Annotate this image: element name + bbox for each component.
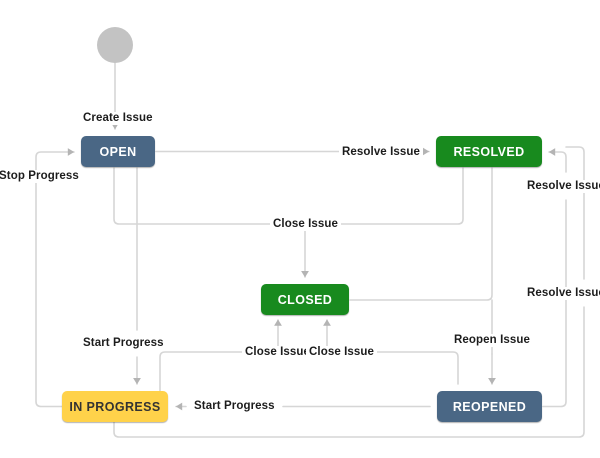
node-closed-label: CLOSED xyxy=(277,292,333,307)
edge-close-issue-open-right xyxy=(329,167,464,225)
node-resolved-label: RESOLVED xyxy=(453,144,525,159)
node-reopened-label: REOPENED xyxy=(452,399,527,414)
node-resolved[interactable]: RESOLVED xyxy=(436,136,542,167)
start-node xyxy=(97,27,133,63)
edge-label-reopen-issue: Reopen Issue xyxy=(451,334,533,347)
edge-close-issue-reopened xyxy=(371,351,459,385)
node-in-progress-label: IN PROGRESS xyxy=(69,399,161,414)
edge-label-close-issue-open: Close Issue xyxy=(270,218,342,231)
edge-close-issue-in-progress xyxy=(159,351,247,392)
edge-label-resolve-issue-open: Resolve Issue xyxy=(339,146,424,159)
edge-resolve-issue-in-progress xyxy=(113,306,585,438)
edge-stop-progress xyxy=(35,148,75,408)
edge-close-issue-open xyxy=(113,167,282,225)
node-closed[interactable]: CLOSED xyxy=(261,284,349,315)
node-open-label: OPEN xyxy=(99,144,137,159)
edge-resolve-issue-in-progress-b xyxy=(565,146,585,280)
edge-resolved-to-closed xyxy=(349,167,493,301)
node-in-progress[interactable]: IN PROGRESS xyxy=(62,391,168,422)
edge-label-resolve-issue-in-progress: Resolve Issue xyxy=(524,287,600,300)
edge-label-start-progress-reopened: Start Progress xyxy=(191,400,278,413)
edge-label-resolve-issue-reopened-upper: Resolve Issue xyxy=(524,180,600,193)
node-open[interactable]: OPEN xyxy=(81,136,155,167)
edge-resolve-issue-reopened-upper-b xyxy=(548,148,567,173)
edge-resolve-issue-reopened-upper xyxy=(542,199,567,408)
node-reopened[interactable]: REOPENED xyxy=(437,391,542,422)
edge-label-close-issue-in-progress: Close Issue xyxy=(242,346,314,359)
edge-label-start-progress-open: Start Progress xyxy=(80,337,167,350)
edge-label-close-issue-reopened: Close Issue xyxy=(306,346,378,359)
edge-label-create-issue: Create Issue xyxy=(80,112,156,125)
edge-label-stop-progress: Stop Progress xyxy=(0,170,82,183)
